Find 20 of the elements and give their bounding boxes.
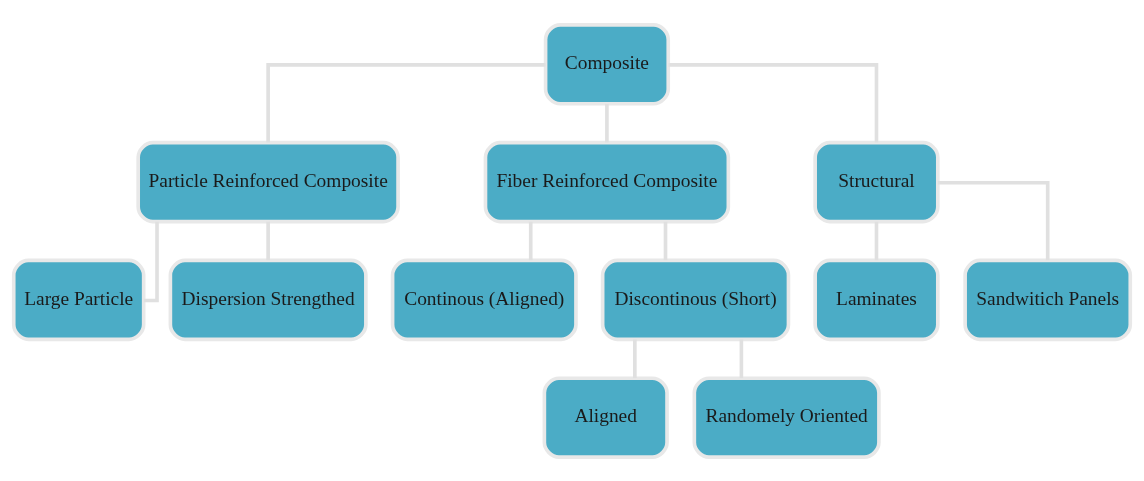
connector — [663, 221, 668, 260]
connector — [668, 62, 879, 142]
node-box: Continous (Aligned) — [390, 258, 578, 341]
node-box: Fiber Reinforced Composite — [483, 140, 731, 223]
connector — [143, 221, 159, 302]
connector — [266, 62, 546, 142]
connector — [528, 221, 533, 260]
node-box: Composite — [543, 22, 671, 106]
node-box: Particle Reinforced Composite — [136, 140, 400, 223]
node-box: Randomely Oriented — [692, 375, 881, 459]
connector — [937, 180, 1050, 260]
node-box: Laminates — [813, 258, 940, 341]
node-box: Aligned — [542, 375, 669, 459]
node-box: Large Particle — [11, 258, 146, 341]
connector — [739, 338, 744, 378]
node-box: Discontinous (Short) — [600, 258, 791, 341]
connector — [874, 221, 879, 260]
node-box: Dispersion Strengthed — [168, 258, 368, 341]
node-box: Structural — [813, 140, 940, 223]
node-box: Sandwitich Panels — [963, 258, 1133, 341]
